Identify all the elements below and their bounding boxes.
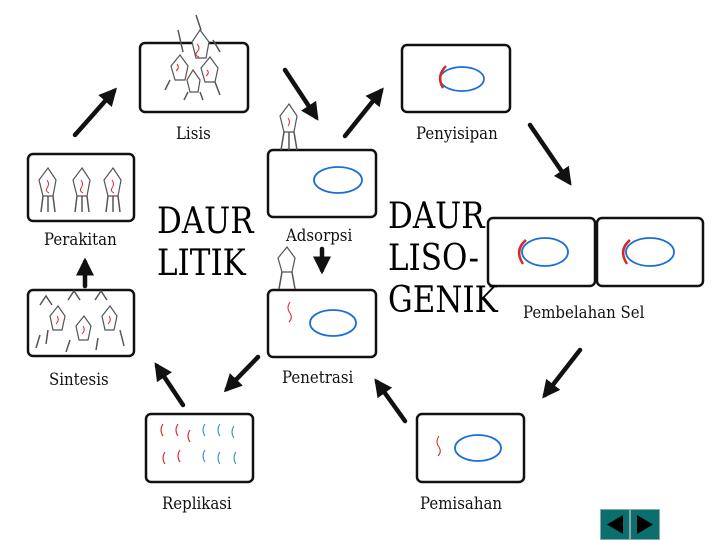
arrow-penetrasi-to-replikasi bbox=[223, 354, 261, 393]
title-litik-line-2: LITIK bbox=[157, 243, 246, 284]
replikasi-box bbox=[144, 412, 255, 484]
title-daur-litik: DAUR LITIK bbox=[157, 201, 254, 285]
penetrasi-box bbox=[266, 246, 378, 359]
arrow-pemisahan-to-penetrasi bbox=[374, 378, 408, 424]
pembelahan-box-left bbox=[486, 216, 597, 288]
title-lisogenik-line-1: DAUR bbox=[388, 196, 485, 237]
triangle-left-icon bbox=[607, 515, 623, 534]
label-sintesis: Sintesis bbox=[49, 370, 109, 390]
pembelahan-box-right bbox=[595, 216, 705, 288]
phage-icon bbox=[277, 246, 296, 290]
title-daur-lisogenik: DAUR LISO- GENIK bbox=[388, 196, 498, 322]
label-lisis: Lisis bbox=[176, 124, 211, 144]
released-phage-icons bbox=[170, 28, 219, 93]
label-perakitan: Perakitan bbox=[44, 230, 117, 250]
label-penyisipan: Penyisipan bbox=[416, 124, 498, 144]
arrow-penyisipan-to-pembelahan bbox=[527, 122, 572, 186]
triangle-right-icon bbox=[637, 515, 653, 534]
title-lisogenik-line-3: GENIK bbox=[388, 280, 498, 321]
sintesis-box bbox=[26, 288, 136, 358]
arrow-pembelahan-to-pemisahan bbox=[542, 347, 583, 399]
arrow-replikasi-to-sintesis bbox=[154, 362, 186, 408]
title-litik-line-1: DAUR bbox=[157, 201, 254, 242]
lisis-box bbox=[138, 14, 250, 114]
label-replikasi: Replikasi bbox=[162, 494, 232, 514]
forward-button[interactable] bbox=[630, 509, 660, 540]
arrow-lisis-to-adsorpsi bbox=[282, 67, 319, 121]
title-lisogenik-line-2: LISO- bbox=[388, 238, 479, 279]
phage-icon bbox=[279, 102, 298, 151]
penyisipan-box bbox=[400, 43, 512, 114]
label-pemisahan: Pemisahan bbox=[420, 494, 503, 514]
label-adsorpsi: Adsorpsi bbox=[286, 226, 353, 246]
adsorpsi-box bbox=[266, 102, 378, 219]
back-button[interactable] bbox=[600, 509, 630, 540]
label-penetrasi: Penetrasi bbox=[282, 368, 354, 388]
arrow-perakitan-to-lisis bbox=[72, 87, 117, 138]
cycle-arrows bbox=[72, 67, 583, 424]
arrow-adsorpsi-to-penyisipan bbox=[342, 87, 384, 139]
perakitan-box bbox=[26, 152, 136, 223]
label-pembelahan-sel: Pembelahan Sel bbox=[523, 303, 645, 323]
pemisahan-box bbox=[415, 412, 526, 484]
